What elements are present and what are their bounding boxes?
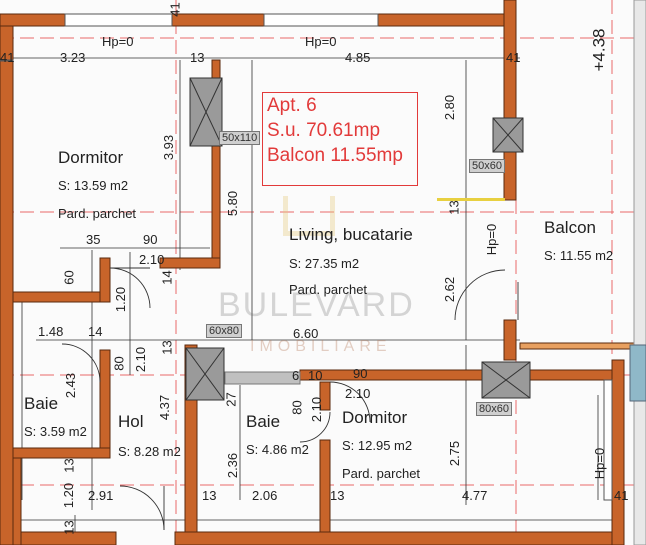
dim-580: 5.80 (225, 190, 241, 217)
dim-13-d: 13 (61, 520, 77, 535)
dim-13-f: 13 (330, 488, 345, 503)
dim-35: 35 (86, 232, 101, 247)
room-name-dormitor-2: Dormitor (342, 408, 408, 427)
dim-236: 2.36 (225, 452, 241, 479)
ducts (185, 77, 531, 401)
dim-291: 2.91 (88, 488, 114, 503)
room-area-dormitor-1: S: 13.59 m2 (58, 178, 129, 193)
dim-323: 3.23 (60, 50, 86, 65)
dim-10: 10 (308, 368, 323, 383)
dim-485: 4.85 (345, 50, 371, 65)
dim-13-e: 13 (202, 488, 217, 503)
dim-210-c: 2.10 (345, 386, 371, 401)
beam (224, 371, 301, 385)
dim-13-a: 13 (190, 50, 205, 65)
dim-hp-3: Hp=0 (484, 223, 500, 256)
dim-27: 27 (223, 392, 239, 407)
room-area-hol: S: 8.28 m2 (118, 444, 181, 459)
balcony-railing (633, 0, 646, 545)
dim-41-d: 41 (167, 2, 183, 17)
dim-80-b: 80 (289, 400, 305, 415)
dim-13-c: 13 (61, 458, 77, 473)
room-name-hol: Hol (118, 412, 144, 431)
dim-41-b: 41 (506, 50, 521, 65)
dim-210-a: 2.10 (139, 252, 165, 267)
room-area-dormitor-2: S: 12.95 m2 (342, 438, 413, 453)
dim-60: 60 (61, 270, 77, 285)
dim-hp-1: Hp=0 (102, 34, 134, 49)
room-area-balcon: S: 11.55 m2 (544, 248, 614, 263)
room-name-baie-1: Baie (24, 394, 59, 413)
room-name-dormitor-1: Dormitor (58, 148, 124, 167)
apartment-usable-area: S.u. 70.61mp (267, 120, 381, 141)
room-name-living: Living, bucatarie (289, 225, 413, 244)
dim-477: 4.77 (462, 488, 488, 503)
level-mark: +4.38 (589, 28, 609, 72)
dim-41-a: 41 (0, 50, 15, 65)
dim-660: 6.60 (293, 326, 319, 341)
dim-hp-4: Hp=0 (592, 447, 608, 480)
dim-41-c: 41 (614, 488, 629, 503)
room-area-baie-1: S: 3.59 m2 (24, 424, 87, 439)
dim-90-a: 90 (143, 232, 158, 247)
room-floor-dormitor-1: Pard. parchet (58, 206, 137, 221)
watermark-logo (283, 196, 335, 236)
room-name-balcon: Balcon (544, 218, 596, 237)
dim-13-g: 13 (159, 340, 175, 355)
duct-label-2: 50x60 (469, 159, 505, 173)
watermark-brand: BULEVARD (218, 286, 415, 324)
apartment-info-box: Apt. 6 S.u. 70.61mp Balcon 11.55mp (262, 92, 418, 186)
dim-280: 2.80 (442, 94, 458, 121)
dim-120-b: 1.20 (61, 482, 77, 509)
dim-14-b: 14 (88, 324, 103, 339)
dim-120-a: 1.20 (113, 286, 129, 313)
dim-437: 4.37 (157, 394, 173, 421)
door-swings (61, 267, 519, 531)
room-floor-living: Pard. parchet (289, 282, 368, 297)
dim-262: 2.62 (442, 276, 458, 303)
dim-206: 2.06 (252, 488, 278, 503)
dim-148: 1.48 (38, 324, 64, 339)
apartment-balcony-area: Balcon 11.55mp (267, 145, 403, 166)
room-name-baie-2: Baie (246, 412, 281, 431)
dim-90-b: 90 (353, 366, 368, 381)
dim-hp-2: Hp=0 (305, 34, 337, 49)
room-area-living: S: 27.35 m2 (289, 256, 360, 271)
dim-275: 2.75 (447, 440, 463, 467)
duct-label-1: 50x110 (219, 131, 261, 145)
room-area-baie-2: S: 4.86 m2 (246, 442, 309, 457)
dim-210-d: 2.10 (309, 396, 325, 423)
dim-13-b: 13 (446, 200, 462, 215)
dim-243: 2.43 (63, 372, 79, 399)
apartment-number: Apt. 6 (267, 95, 317, 116)
railing-detail (629, 344, 646, 402)
dim-14-a: 14 (159, 270, 175, 285)
duct-label-3: 60x80 (206, 324, 242, 338)
room-floor-dormitor-2: Pard. parchet (342, 466, 421, 481)
duct-label-4: 80x60 (476, 402, 512, 416)
dim-80-a: 80 (111, 356, 127, 371)
windows (0, 13, 613, 501)
dim-210-b: 2.10 (133, 346, 149, 373)
dim-6: 6 (292, 368, 300, 383)
watermark-sub: IMOBILIARE (250, 338, 392, 355)
sliding-door (437, 198, 505, 201)
dim-393: 3.93 (161, 134, 177, 161)
